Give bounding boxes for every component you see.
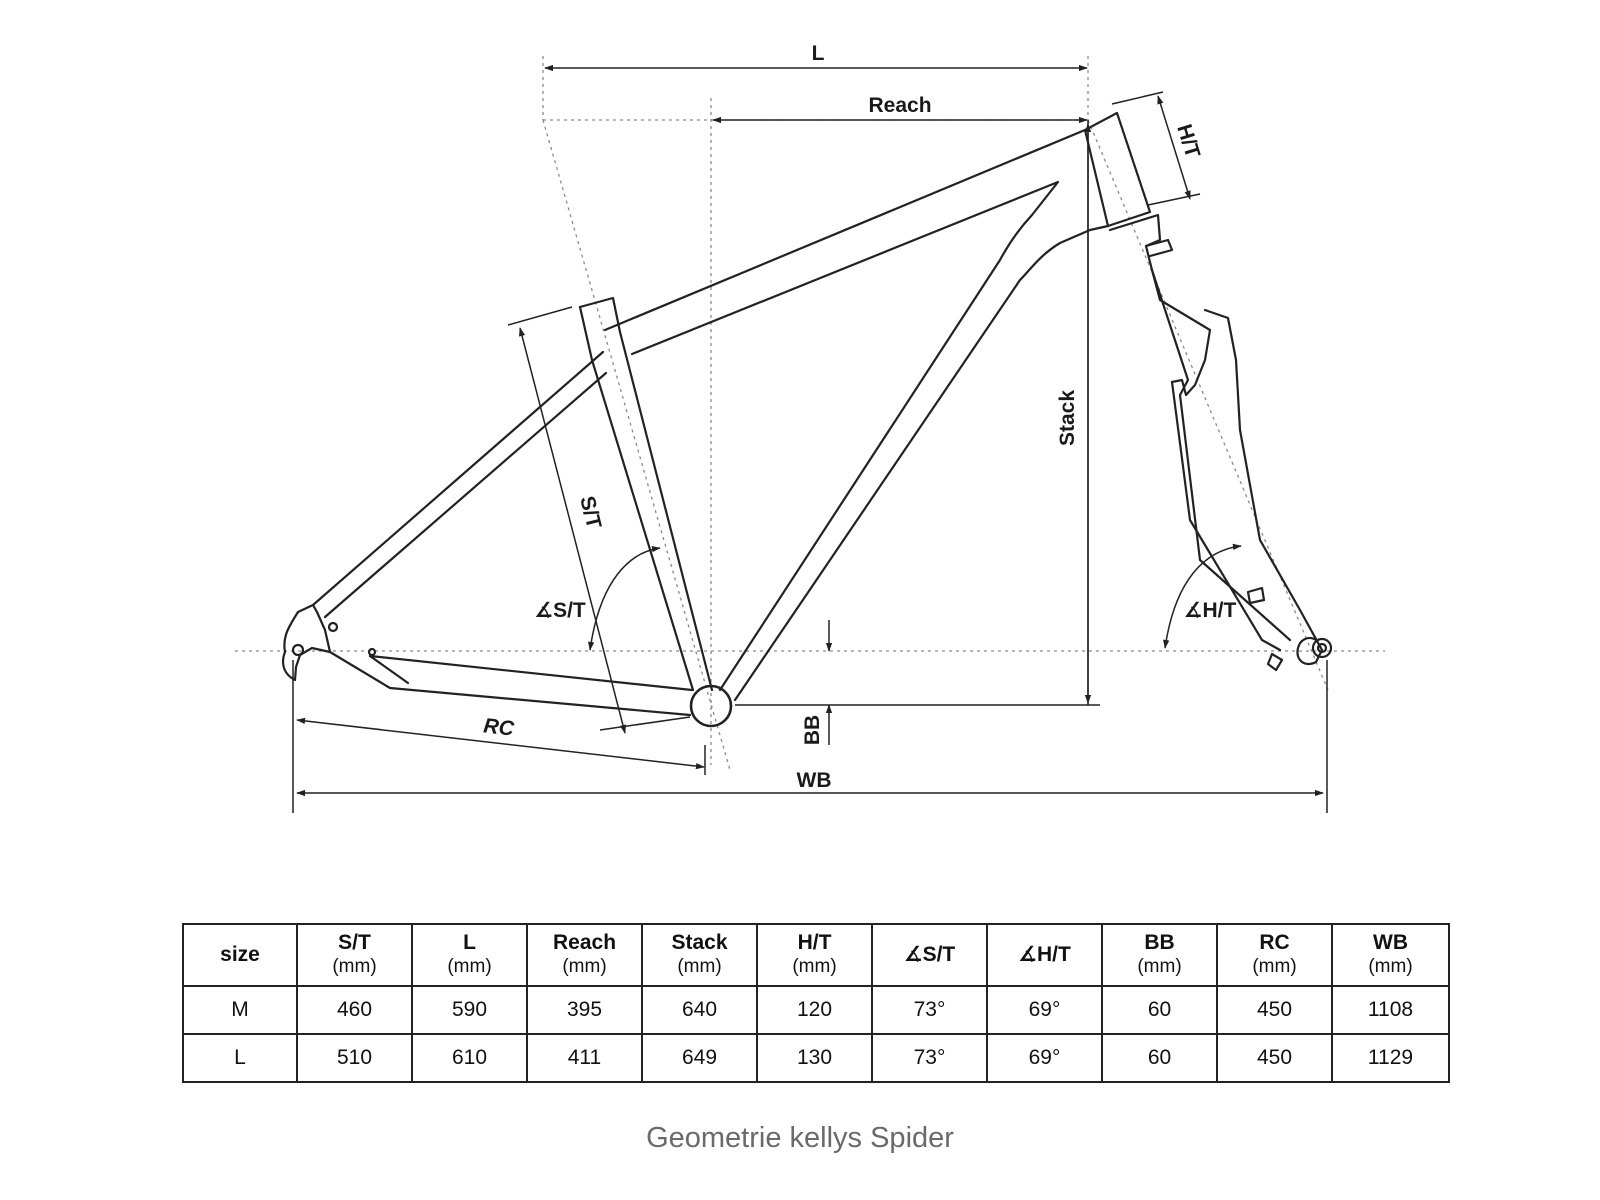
header-st: S/T(mm) bbox=[296, 923, 413, 987]
cell-rc: 450 bbox=[1216, 985, 1333, 1035]
dim-ht bbox=[1157, 95, 1191, 200]
header-ht: H/T(mm) bbox=[756, 923, 873, 987]
seat-tube-outer bbox=[578, 296, 714, 692]
cell-angle-st: 73° bbox=[871, 1033, 988, 1083]
geometry-table: size S/T(mm) L(mm) Reach(mm) Stack(mm) H… bbox=[182, 923, 1450, 1083]
header-reach: Reach(mm) bbox=[526, 923, 643, 987]
header-angle-ht: ∡H/T bbox=[986, 923, 1103, 987]
table-header-row: size S/T(mm) L(mm) Reach(mm) Stack(mm) H… bbox=[182, 923, 1450, 987]
label-stack: Stack bbox=[1056, 390, 1079, 446]
header-angle-st: ∡S/T bbox=[871, 923, 988, 987]
cell-angle-ht: 69° bbox=[986, 985, 1103, 1035]
cell-size: M bbox=[182, 985, 298, 1035]
rear-axle bbox=[291, 643, 305, 657]
cell-angle-st: 73° bbox=[871, 985, 988, 1035]
bottom-bracket bbox=[689, 684, 733, 728]
angle-st-arc bbox=[588, 545, 661, 651]
chain-stay-upper bbox=[368, 654, 694, 692]
header-stack: Stack(mm) bbox=[641, 923, 758, 987]
table-row: M 460 590 395 640 120 73° 69° 60 450 110… bbox=[182, 985, 1450, 1035]
dropout bbox=[281, 603, 332, 682]
label-st: S/T bbox=[575, 494, 605, 531]
cell-wb: 1108 bbox=[1331, 985, 1450, 1035]
top-tube bbox=[603, 128, 1110, 702]
cell-st: 510 bbox=[296, 1033, 413, 1083]
fork-stanchion bbox=[1150, 268, 1292, 642]
cell-ht: 120 bbox=[756, 985, 873, 1035]
label-angle-ht: ∡H/T bbox=[1184, 599, 1237, 622]
label-reach: Reach bbox=[868, 94, 931, 117]
front-axle bbox=[1311, 637, 1333, 659]
frame-geometry-diagram: L Reach H/T Stack S/T ∡S/T ∡H/T BB RC WB bbox=[235, 42, 1385, 813]
dimension-lines bbox=[292, 64, 1328, 813]
header-bb: BB(mm) bbox=[1101, 923, 1218, 987]
label-angle-st: ∡S/T bbox=[534, 599, 586, 622]
header-size: size bbox=[182, 923, 298, 987]
header-wb: WB(mm) bbox=[1331, 923, 1450, 987]
cell-bb: 60 bbox=[1101, 1033, 1218, 1083]
label-bb: BB bbox=[801, 715, 824, 745]
header-l: L(mm) bbox=[411, 923, 528, 987]
header-rc: RC(mm) bbox=[1216, 923, 1333, 987]
head-tube bbox=[1083, 111, 1152, 228]
cell-l: 590 bbox=[411, 985, 528, 1035]
diagram-labels: L Reach H/T Stack S/T ∡S/T ∡H/T BB RC WB bbox=[482, 42, 1236, 792]
fork-crown bbox=[1144, 238, 1174, 258]
cell-reach: 411 bbox=[526, 1033, 643, 1083]
cell-rc: 450 bbox=[1216, 1033, 1333, 1083]
cell-size: L bbox=[182, 1033, 298, 1083]
label-l: L bbox=[812, 42, 825, 65]
angle-ht-arc bbox=[1163, 543, 1242, 649]
cell-wb: 1129 bbox=[1331, 1033, 1450, 1083]
chain-stay-brace bbox=[368, 654, 410, 685]
cell-st: 460 bbox=[296, 985, 413, 1035]
down-tube bbox=[630, 180, 1060, 692]
cell-angle-ht: 69° bbox=[986, 1033, 1103, 1083]
cell-reach: 395 bbox=[526, 985, 643, 1035]
cell-ht: 130 bbox=[756, 1033, 873, 1083]
cell-stack: 649 bbox=[641, 1033, 758, 1083]
bike-frame bbox=[281, 111, 1333, 728]
label-rc: RC bbox=[482, 714, 516, 740]
fork-lower-leg bbox=[1203, 308, 1324, 666]
dim-st bbox=[518, 327, 627, 734]
reference-lines bbox=[235, 56, 1385, 771]
cell-l: 610 bbox=[411, 1033, 528, 1083]
cell-stack: 640 bbox=[641, 985, 758, 1035]
cell-bb: 60 bbox=[1101, 985, 1218, 1035]
figure-caption: Geometrie kellys Spider bbox=[646, 1122, 954, 1154]
fork-steerer bbox=[1108, 213, 1212, 397]
table-row: L 510 610 411 649 130 73° 69° 60 450 112… bbox=[182, 1033, 1450, 1083]
label-wb: WB bbox=[797, 769, 832, 792]
dim-rc bbox=[296, 717, 705, 770]
